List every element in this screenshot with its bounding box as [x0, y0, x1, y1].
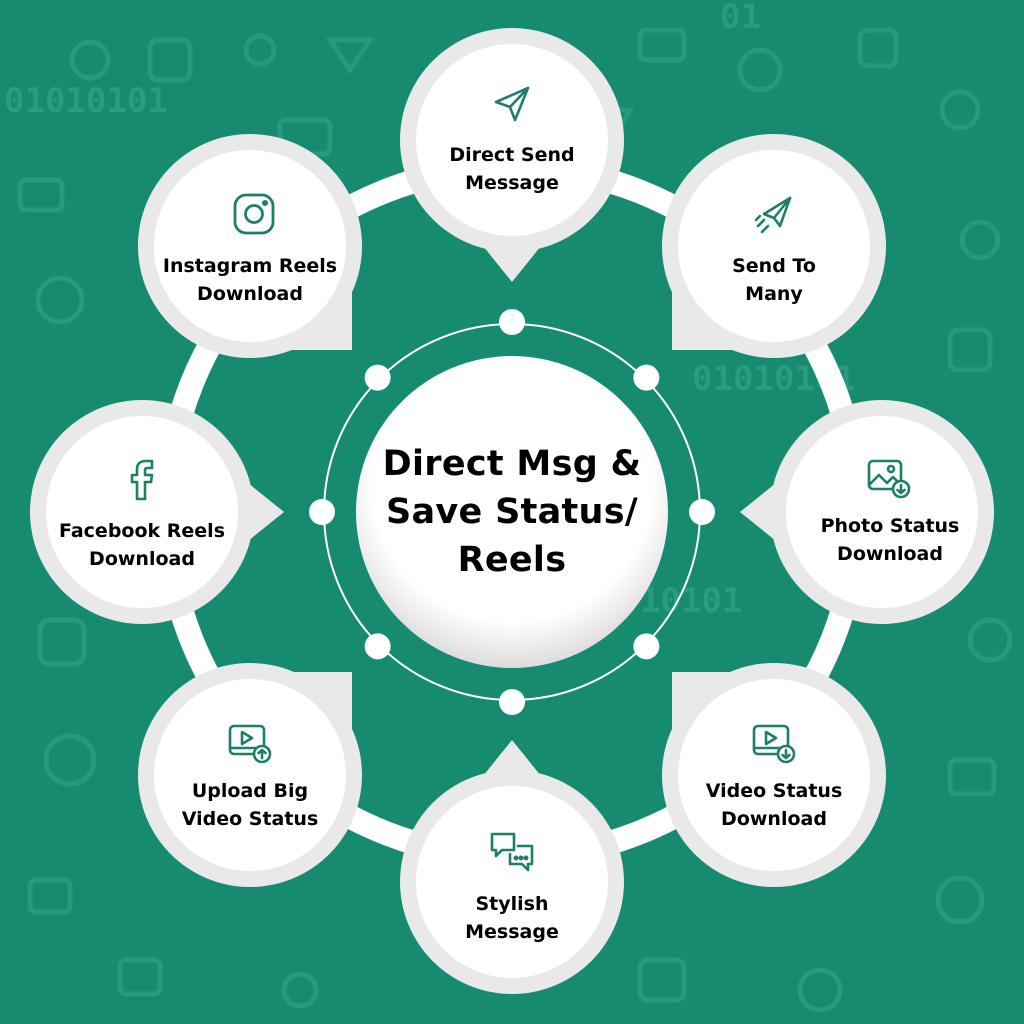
- node-bubbles: [30, 28, 994, 994]
- ring-dot: [364, 364, 391, 391]
- bubble-inner: [678, 679, 870, 871]
- svg-text:01010101: 01010101: [4, 81, 168, 121]
- node-label-line: Download: [721, 808, 827, 830]
- node-label-line: Instagram Reels: [162, 255, 338, 277]
- bubble-inner: [416, 786, 608, 978]
- node-label-line: Download: [197, 283, 303, 305]
- node-label: Send To Many: [674, 252, 874, 308]
- node-label: Facebook Reels Download: [42, 517, 242, 573]
- rocket-plane-icon: [754, 196, 792, 234]
- node-label-line: Message: [465, 921, 559, 943]
- svg-text:10101: 10101: [640, 581, 742, 621]
- node-label-line: Video Status: [181, 808, 319, 830]
- ring-dot: [309, 499, 335, 525]
- node-label-line: Stylish: [475, 893, 549, 915]
- svg-text:01: 01: [720, 0, 761, 37]
- instagram-icon: [233, 193, 275, 235]
- node-label: Upload Big Video Status: [150, 777, 350, 833]
- ring-dot: [499, 689, 525, 715]
- node-bubble: [662, 134, 886, 358]
- hub-circle: [356, 356, 668, 668]
- bubble-inner: [416, 44, 608, 236]
- node-bubble: [138, 134, 362, 358]
- ring-dot: [633, 633, 660, 660]
- node-bubble: [662, 663, 886, 887]
- background-pattern: [17, 27, 1013, 1013]
- bubble-inner: [678, 150, 870, 342]
- ring-dot: [633, 364, 660, 391]
- node-label-line: Message: [465, 172, 559, 194]
- ring-dots: [309, 309, 715, 715]
- ring-dot: [364, 633, 391, 660]
- video-upload-icon: [228, 724, 272, 764]
- ring-dot: [499, 309, 525, 335]
- node-label: Video Status Download: [674, 777, 874, 833]
- hub-title: Direct Msg & Save Status/ Reels: [362, 440, 662, 584]
- hub-title-line: Save Status/: [386, 492, 638, 532]
- node-bubble: [400, 740, 624, 994]
- node-bubble: [30, 400, 284, 624]
- node-bubble: [740, 400, 994, 624]
- bubble-inner: [154, 150, 346, 342]
- node-label: Stylish Message: [412, 890, 612, 946]
- bubble-inner: [46, 416, 238, 608]
- bubble-inner: [786, 416, 978, 608]
- hub-title-line: Direct Msg &: [382, 444, 642, 484]
- chat-bubbles-icon: [490, 832, 534, 872]
- bubble-inner: [154, 679, 346, 871]
- hub-title-line: Reels: [457, 540, 567, 580]
- node-label-line: Download: [89, 548, 195, 570]
- node-label: Photo Status Download: [790, 512, 990, 568]
- video-download-icon: [752, 724, 796, 764]
- facebook-icon: [130, 459, 154, 501]
- node-label: Direct Send Message: [412, 141, 612, 197]
- node-label-line: Photo Status: [820, 515, 960, 537]
- node-bubble: [138, 663, 362, 887]
- node-label-line: Direct Send: [449, 144, 575, 166]
- node-label-line: Send To: [732, 255, 816, 277]
- node-label-line: Upload Big: [191, 780, 309, 802]
- node-label-line: Facebook Reels: [58, 520, 226, 542]
- paper-plane-icon: [494, 86, 530, 122]
- node-label-line: Video Status: [705, 780, 843, 802]
- node-bubble: [400, 28, 624, 282]
- node-label-line: Download: [837, 543, 943, 565]
- ring-dot: [689, 499, 715, 525]
- node-label: Instagram Reels Download: [150, 252, 350, 308]
- image-download-icon: [867, 459, 911, 499]
- background-binary: 01010101 01010101 10101 01: [4, 0, 856, 621]
- node-label-line: Many: [745, 283, 803, 305]
